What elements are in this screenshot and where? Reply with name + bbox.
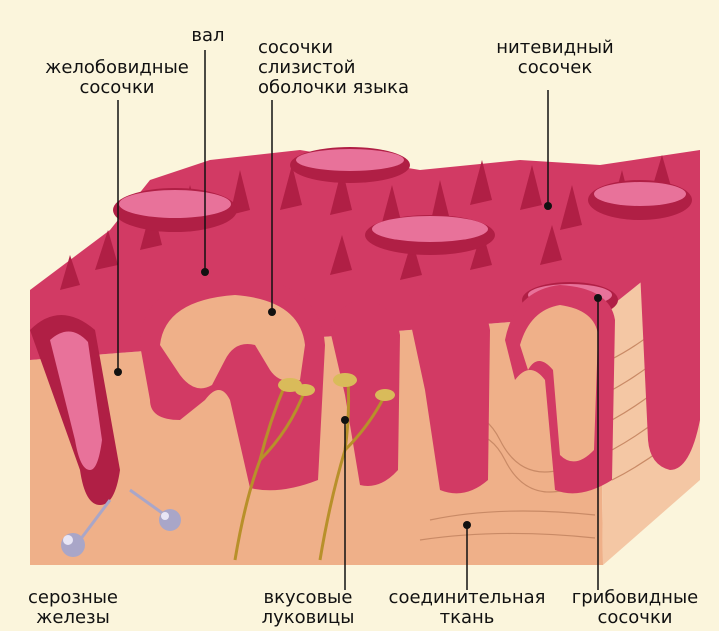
- label-mucosa-line2: слизистой: [258, 58, 458, 78]
- label-connective-line1: соединительная: [372, 588, 562, 608]
- label-serous-line1: серозные: [18, 588, 128, 608]
- label-grooved-line2: сосочки: [22, 78, 212, 98]
- label-mucosa-line3: оболочки языка: [258, 78, 458, 98]
- label-connective-line2: ткань: [372, 608, 562, 628]
- label-filiform-papilla: нитевидный сосочек: [470, 38, 640, 78]
- label-grooved-line1: желобовидные: [22, 58, 212, 78]
- label-fungiform-papillae: грибовидные сосочки: [560, 588, 710, 628]
- label-grooved-papillae: желобовидные сосочки: [22, 58, 212, 98]
- mucosa-fold-right-edge: [640, 234, 700, 470]
- label-taste-buds: вкусовые луковицы: [238, 588, 378, 628]
- label-filiform-line1: нитевидный: [470, 38, 640, 58]
- label-serous-line2: железы: [18, 608, 128, 628]
- label-connective-tissue: соединительная ткань: [372, 588, 562, 628]
- label-serous-glands: серозные железы: [18, 588, 128, 628]
- label-fungiform-line2: сосочки: [560, 608, 710, 628]
- label-fungiform-line1: грибовидные: [560, 588, 710, 608]
- label-taste-line2: луковицы: [238, 608, 378, 628]
- label-mucosa-line1: сосочки: [258, 38, 458, 58]
- label-val: вал: [178, 26, 238, 46]
- label-mucosa-papillae: сосочки слизистой оболочки языка: [258, 38, 458, 98]
- label-val-line1: вал: [178, 26, 238, 46]
- label-taste-line1: вкусовые: [238, 588, 378, 608]
- label-filiform-line2: сосочек: [470, 58, 640, 78]
